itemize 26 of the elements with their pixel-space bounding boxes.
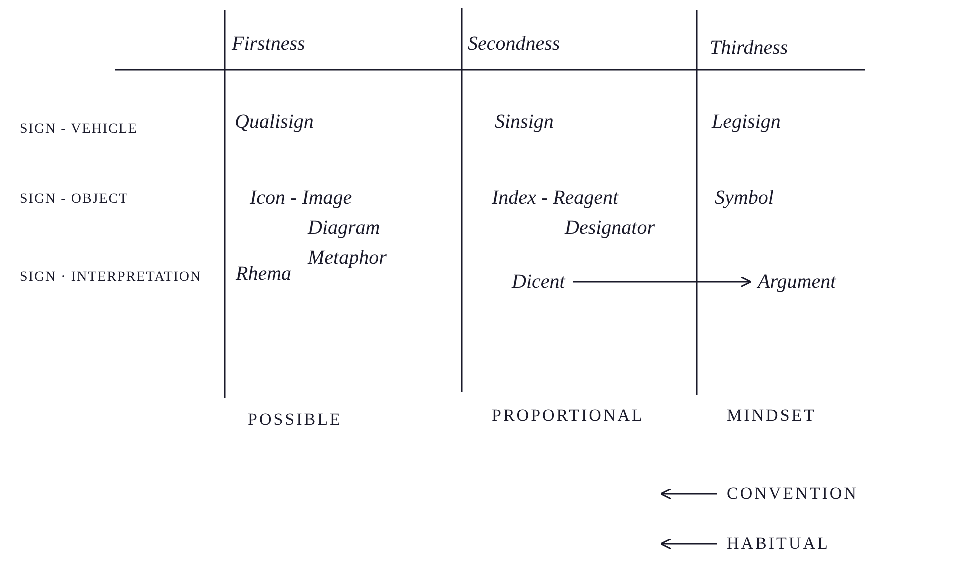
arrow bbox=[573, 276, 752, 288]
row-heading: SIGN · INTERPRETATION bbox=[20, 269, 202, 287]
row-heading: SIGN - VEHICLE bbox=[20, 121, 138, 139]
side-label: HABITUAL bbox=[727, 532, 830, 556]
table-entry: Rhema bbox=[236, 262, 292, 286]
column-heading: Secondness bbox=[468, 32, 560, 56]
table-entry: Legisign bbox=[712, 110, 781, 134]
footer-label: POSSIBLE bbox=[248, 409, 342, 431]
column-heading: Firstness bbox=[232, 32, 306, 56]
table-entry: Metaphor bbox=[308, 246, 387, 270]
table-entry: Argument bbox=[758, 270, 836, 294]
table-entry: Sinsign bbox=[495, 110, 554, 134]
table-entry: Diagram bbox=[308, 216, 380, 240]
table-entry: Symbol bbox=[715, 186, 774, 210]
arrow bbox=[660, 488, 717, 500]
row-heading: SIGN - OBJECT bbox=[20, 191, 129, 209]
column-heading: Thirdness bbox=[710, 36, 788, 60]
table-entry: Dicent bbox=[512, 270, 566, 294]
table-entry: Icon - Image bbox=[250, 186, 352, 210]
table-entry: Index - Reagent bbox=[492, 186, 619, 210]
table-entry: Designator bbox=[565, 216, 655, 240]
arrow bbox=[660, 538, 717, 550]
footer-label: MINDSET bbox=[727, 405, 817, 427]
side-label: CONVENTION bbox=[727, 482, 858, 506]
table-entry: Qualisign bbox=[235, 110, 314, 134]
footer-label: PROPORTIONAL bbox=[492, 405, 644, 427]
